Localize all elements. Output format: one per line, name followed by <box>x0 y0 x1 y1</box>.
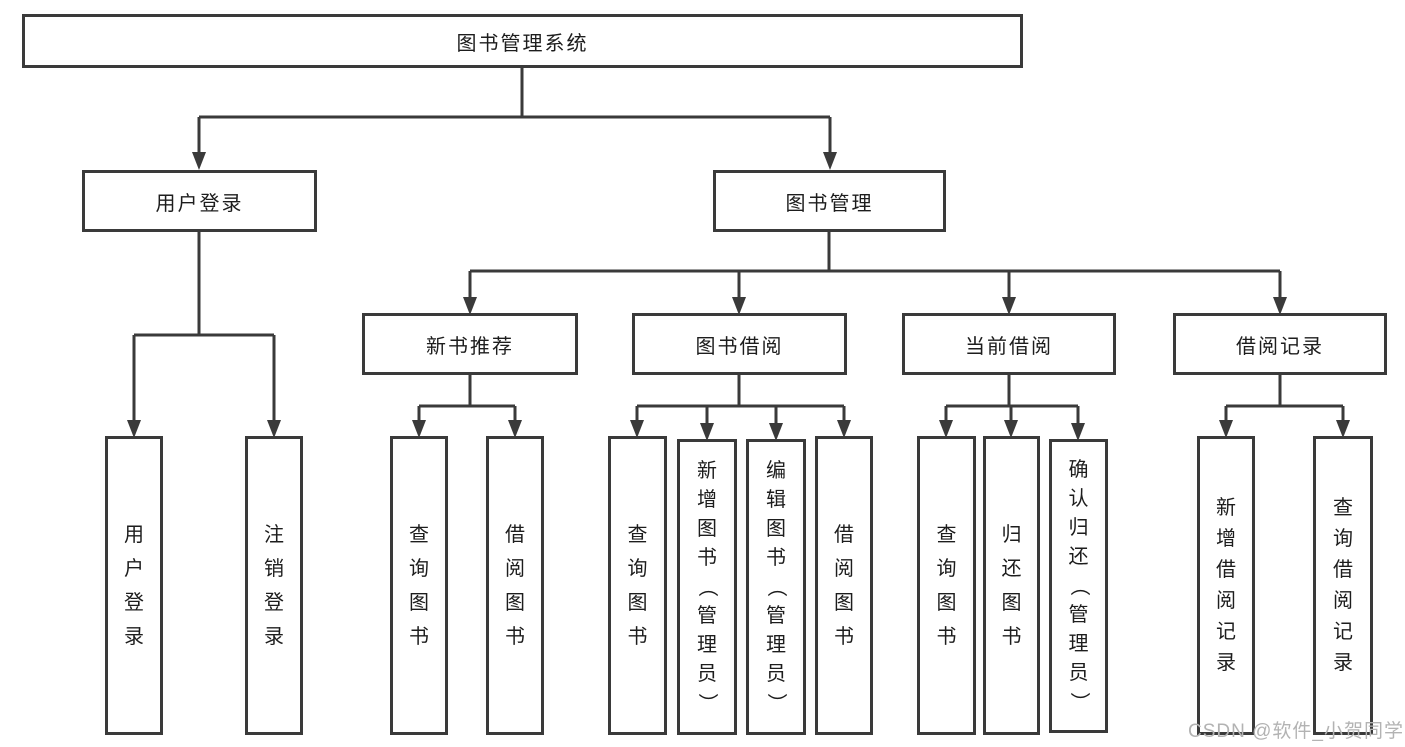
leaf-query-books-borrowing: 查询图书 <box>608 436 667 735</box>
leaf-borrow-books-recommend: 借阅图书 <box>486 436 544 735</box>
leaf-confirm-return-admin: 确认归还（管理员） <box>1049 439 1108 733</box>
node-user-login: 用户登录 <box>82 170 317 232</box>
leaf-user-login: 用户登录 <box>105 436 163 735</box>
arrowheads <box>127 152 1350 441</box>
leaf-return-books: 归还图书 <box>983 436 1040 735</box>
node-root: 图书管理系统 <box>22 14 1023 68</box>
leaf-query-borrow-record: 查询借阅记录 <box>1313 436 1373 735</box>
node-book-borrowing: 图书借阅 <box>632 313 847 375</box>
leaf-query-books-current: 查询图书 <box>917 436 976 735</box>
leaf-add-borrow-record: 新增借阅记录 <box>1197 436 1255 735</box>
node-new-book-recommend: 新书推荐 <box>362 313 578 375</box>
csdn-watermark: CSDN @软件_小贺同学 <box>1188 721 1404 742</box>
leaf-edit-books-admin: 编辑图书（管理员） <box>746 439 806 735</box>
leaf-add-books-admin: 新增图书（管理员） <box>677 439 737 735</box>
leaf-borrow-books: 借阅图书 <box>815 436 873 735</box>
node-book-management: 图书管理 <box>713 170 946 232</box>
node-borrow-records: 借阅记录 <box>1173 313 1387 375</box>
node-current-borrowing: 当前借阅 <box>902 313 1116 375</box>
leaf-logout: 注销登录 <box>245 436 303 735</box>
leaf-query-books-recommend: 查询图书 <box>390 436 448 735</box>
